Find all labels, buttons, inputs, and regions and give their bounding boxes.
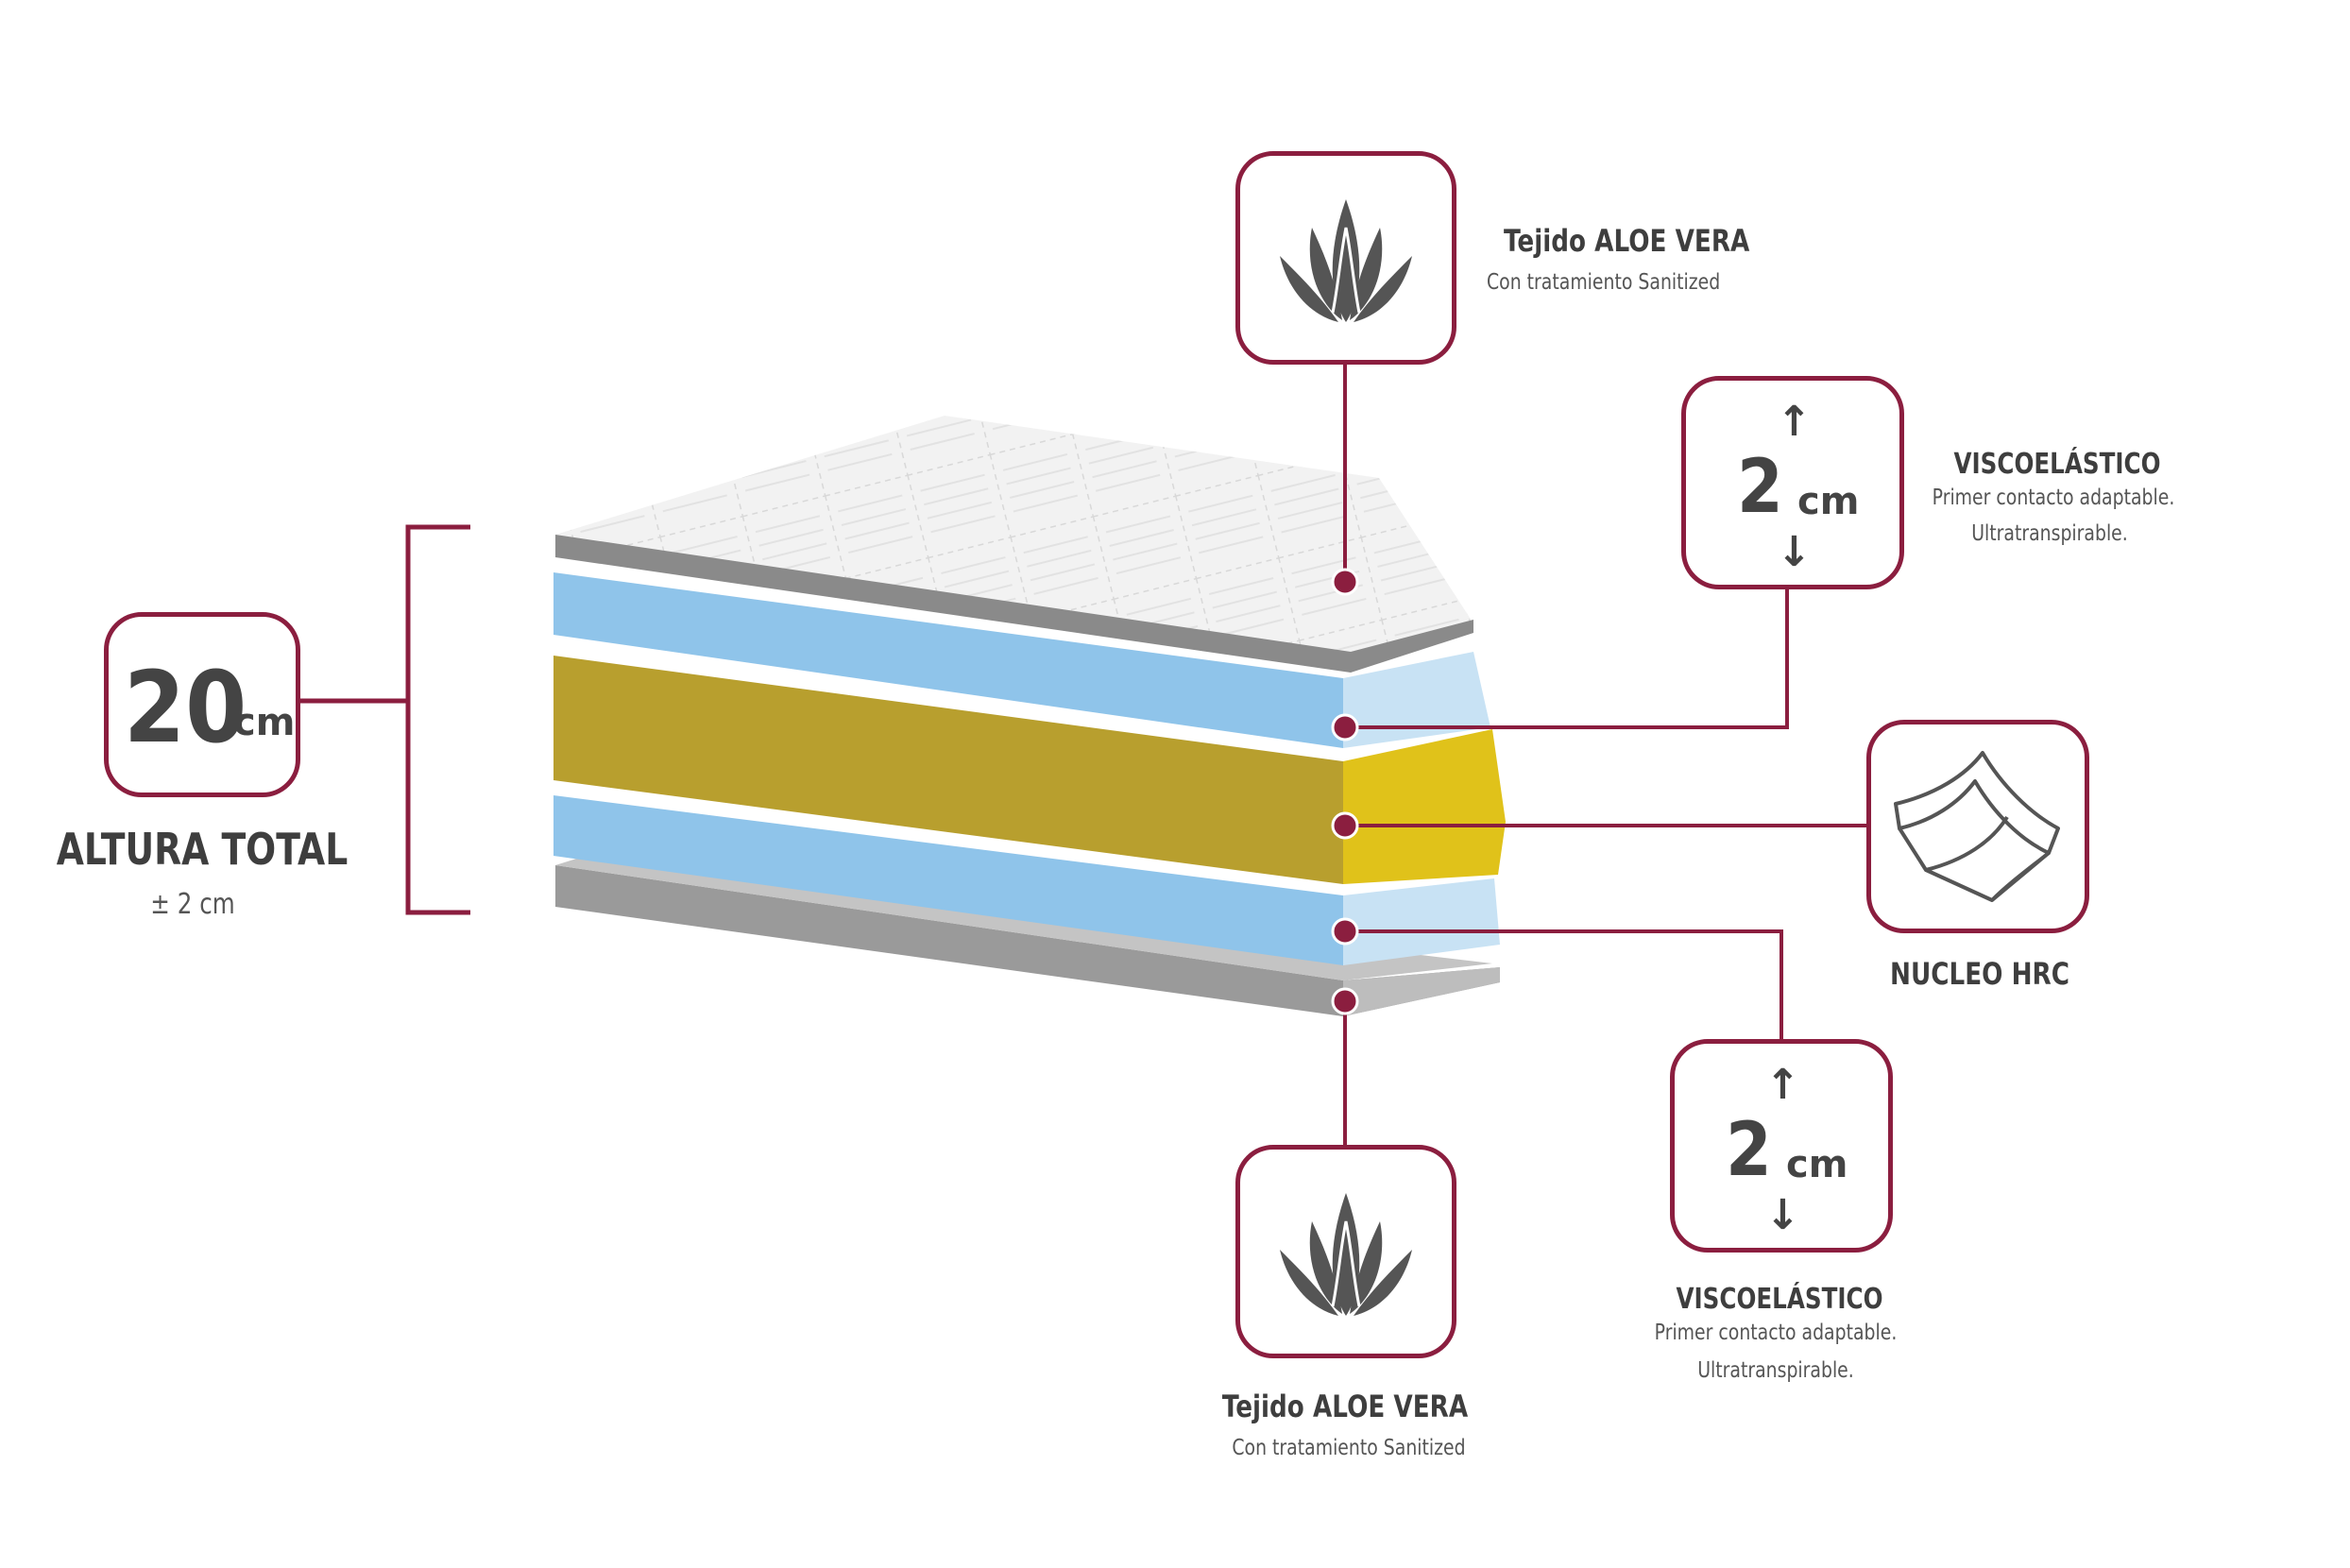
down-arrow-icon: ↓ [1765, 1191, 1800, 1239]
up-arrow-icon: ↑ [1765, 1061, 1800, 1109]
visco-top-value: 2 [1737, 445, 1783, 530]
connectors [1343, 365, 1866, 1145]
visco-top-title: VISCOELÁSTICO [1953, 448, 2161, 481]
aloe-bottom-subtitle: Con tratamiento Sanitized [1232, 1436, 1466, 1460]
visco-bottom-title: VISCOELÁSTICO [1676, 1283, 1883, 1316]
visco-top-box: ↑ 2 cm ↓ [1681, 376, 1904, 589]
core-title: NUCLEO HRC [1889, 956, 2070, 992]
total-height-value: 20 [124, 650, 247, 765]
visco-top-line1: Primer contacto adaptable. [1932, 486, 2175, 510]
total-height-unit: cm [233, 701, 296, 744]
layer-markers [1331, 568, 1359, 1015]
total-height-box: 20 cm [104, 612, 300, 797]
visco-bottom-line1: Primer contacto adaptable. [1654, 1321, 1898, 1345]
marker-top-visco [1331, 713, 1359, 741]
mattress-cross-section [553, 416, 1506, 1016]
total-height-label: ALTURA TOTAL [56, 824, 349, 875]
aloe-bottom-title: Tejido ALOE VERA [1221, 1389, 1469, 1424]
aloe-top-subtitle: Con tratamiento Sanitized [1487, 270, 1721, 295]
aloe-bottom-box [1235, 1145, 1456, 1358]
visco-bottom-box: ↑ 2 cm ↓ [1670, 1039, 1893, 1253]
total-height-tolerance: ± 2 cm [150, 888, 235, 921]
visco-top-line2: Ultratranspirable. [1971, 521, 2128, 546]
core-hrc-box [1866, 720, 2089, 933]
visco-bottom-unit: cm [1786, 1143, 1848, 1186]
layer-top-fabric [555, 416, 1473, 673]
marker-bottom-fabric [1331, 987, 1359, 1015]
layer-core-hrc [553, 656, 1506, 884]
aloe-vera-plant-icon [1280, 1193, 1412, 1316]
marker-bottom-visco [1331, 917, 1359, 946]
height-bracket [300, 524, 470, 915]
visco-top-unit: cm [1797, 480, 1860, 523]
layer-top-visco [553, 572, 1490, 748]
marker-top-fabric [1331, 568, 1359, 596]
aloe-vera-plant-icon [1280, 199, 1412, 322]
layer-bottom-visco [553, 795, 1500, 965]
down-arrow-icon: ↓ [1777, 528, 1812, 576]
visco-bottom-line2: Ultratranspirable. [1697, 1358, 1854, 1383]
aloe-top-box [1235, 151, 1456, 365]
visco-bottom-value: 2 [1726, 1108, 1772, 1193]
aloe-top-title: Tejido ALOE VERA [1504, 223, 1750, 259]
up-arrow-icon: ↑ [1777, 398, 1812, 446]
curved-foam-block-icon [1894, 751, 2060, 902]
marker-core [1331, 811, 1359, 840]
